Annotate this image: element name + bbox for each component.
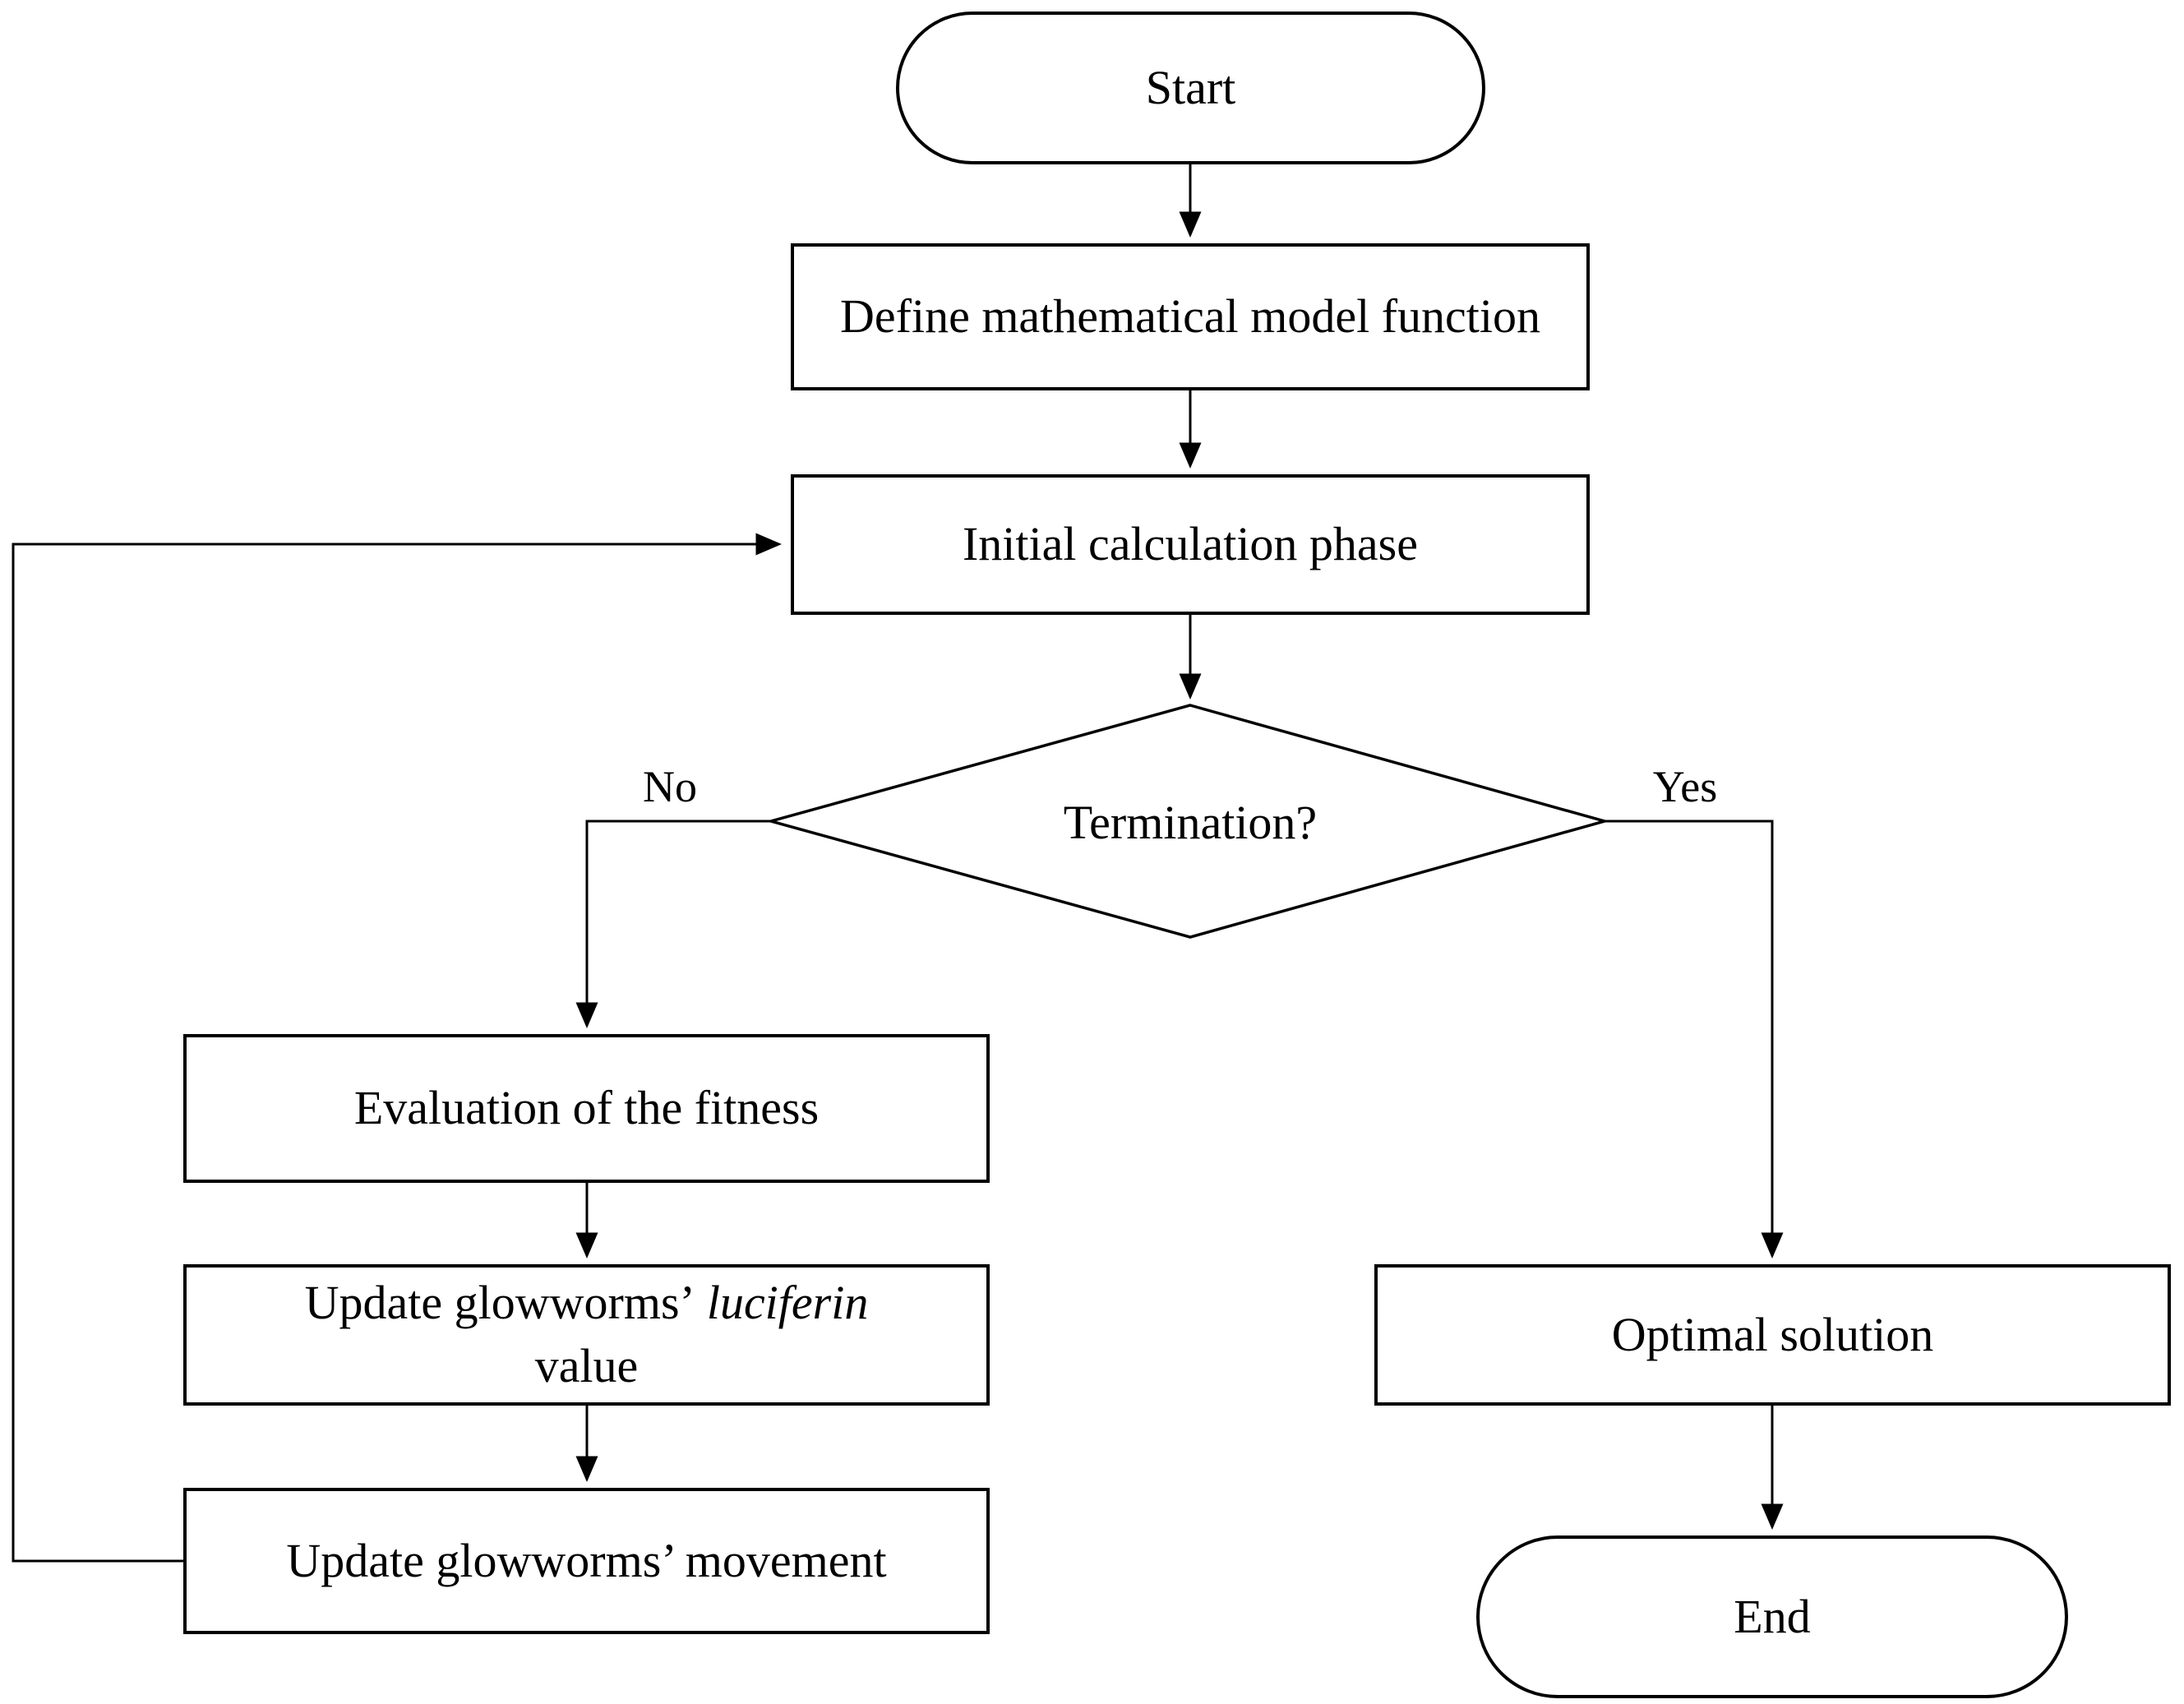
node-update-movement: Update glowworms’ movement (183, 1488, 990, 1634)
node-update-luciferin: Update glowworms’luciferin value (183, 1264, 990, 1406)
luciferin-label-italic: luciferin (706, 1276, 869, 1330)
node-initial-phase-label: Initial calculation phase (962, 517, 1418, 571)
node-define-model-label: Define mathematical model function (840, 289, 1540, 344)
luciferin-label-suffix: value (534, 1339, 639, 1392)
node-define-model: Define mathematical model function (791, 243, 1590, 390)
node-start-label: Start (1145, 60, 1236, 114)
node-termination: Termination? (941, 789, 1439, 855)
decision-diamond-shape (765, 704, 1610, 939)
edge-label-yes: Yes (1652, 762, 1718, 811)
node-evaluation: Evaluation of the fitness (183, 1034, 990, 1183)
edge-yes-branch (1605, 820, 1784, 1258)
node-evaluation-label: Evaluation of the fitness (353, 1081, 820, 1135)
node-termination-label: Termination? (1063, 795, 1318, 849)
node-optimal-solution-label: Optimal solution (1611, 1307, 1934, 1361)
edge-no-branch (575, 820, 771, 1028)
edge-label-no: No (643, 762, 697, 811)
node-end-label: End (1734, 1589, 1811, 1643)
node-start: Start (896, 12, 1485, 164)
node-initial-phase: Initial calculation phase (791, 474, 1590, 615)
node-end: End (1476, 1535, 2068, 1698)
node-update-movement-label: Update glowworms’ movement (286, 1533, 887, 1587)
node-update-luciferin-label: Update glowworms’luciferin value (305, 1272, 869, 1397)
node-optimal-solution: Optimal solution (1374, 1264, 2171, 1406)
luciferin-label-prefix: Update glowworms’ (304, 1276, 695, 1330)
edge-feedback-loop (12, 533, 782, 1563)
